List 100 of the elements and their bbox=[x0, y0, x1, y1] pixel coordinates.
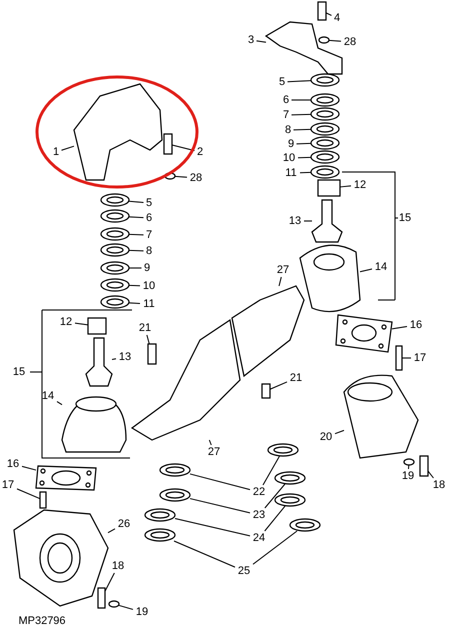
seal-ring bbox=[267, 443, 299, 457]
callout-number: 19 bbox=[133, 605, 151, 619]
leader-line bbox=[104, 572, 115, 592]
pinion-gear bbox=[85, 337, 113, 387]
axle-housing bbox=[130, 318, 241, 441]
seal-ring bbox=[144, 508, 176, 522]
callout-number: 12 bbox=[57, 315, 75, 329]
gear-housing bbox=[299, 244, 361, 312]
steering-bracket bbox=[73, 83, 163, 181]
callout-number: 28 bbox=[341, 35, 359, 49]
leader-line bbox=[128, 250, 144, 252]
bearing-ring bbox=[310, 165, 340, 179]
drawing-number: MP32796 bbox=[17, 614, 67, 628]
callout-number: 17 bbox=[0, 478, 17, 492]
callout-number: 9 bbox=[286, 137, 296, 151]
callout-number: 2 bbox=[194, 145, 206, 159]
leader-line bbox=[293, 128, 312, 130]
leader-line bbox=[190, 473, 250, 490]
leader-line bbox=[252, 530, 298, 565]
bolt bbox=[419, 455, 429, 477]
steering-knuckle bbox=[13, 509, 109, 607]
seal-ring bbox=[159, 463, 191, 477]
bearing-cup bbox=[87, 317, 107, 335]
callout-number: 4 bbox=[332, 11, 342, 25]
leader-line bbox=[304, 220, 312, 222]
callout-number: 18 bbox=[430, 478, 448, 492]
bearing-ring bbox=[100, 261, 130, 275]
leader-line bbox=[16, 488, 40, 500]
bearing-ring bbox=[100, 278, 130, 292]
callout-number: 10 bbox=[280, 151, 298, 165]
pinion-gear bbox=[311, 199, 343, 243]
callout-number: 13 bbox=[116, 350, 134, 364]
callout-number: 14 bbox=[39, 389, 57, 403]
bearing-ring bbox=[310, 73, 340, 87]
leader-line bbox=[128, 302, 140, 304]
leader-line bbox=[264, 484, 286, 508]
leader-line bbox=[291, 114, 312, 116]
bolt bbox=[163, 133, 173, 155]
gasket bbox=[335, 314, 393, 353]
callout-number: 15 bbox=[398, 211, 412, 225]
leader-line bbox=[300, 172, 312, 174]
leader-line bbox=[172, 144, 195, 152]
callout-number: 5 bbox=[144, 196, 154, 210]
gasket bbox=[35, 465, 97, 491]
callout-number: 11 bbox=[282, 166, 300, 180]
leader-line bbox=[360, 268, 372, 272]
bolt bbox=[261, 383, 271, 399]
leader-line bbox=[174, 518, 250, 536]
seal-ring bbox=[274, 493, 306, 507]
callout-number: 6 bbox=[144, 211, 154, 225]
bolt bbox=[97, 587, 106, 609]
callout-number: 24 bbox=[250, 531, 268, 545]
bearing-ring bbox=[310, 136, 340, 150]
leader-line bbox=[262, 456, 280, 486]
leader-line bbox=[128, 216, 144, 218]
leader-line bbox=[278, 276, 282, 286]
leader-line bbox=[392, 326, 408, 330]
leader-line bbox=[190, 498, 250, 514]
leader-line bbox=[22, 466, 36, 471]
bearing-ring bbox=[310, 122, 340, 136]
bearing-ring bbox=[310, 150, 340, 164]
callout-number: 28 bbox=[187, 171, 205, 185]
bolt bbox=[395, 345, 403, 371]
callout-number: 1 bbox=[50, 145, 62, 159]
bolt bbox=[317, 1, 327, 21]
bearing-ring bbox=[100, 193, 130, 207]
callout-number: 5 bbox=[276, 75, 288, 89]
callout-number: 22 bbox=[250, 485, 268, 499]
callout-number: 12 bbox=[351, 178, 369, 192]
callout-number: 13 bbox=[286, 214, 304, 228]
leader-line bbox=[208, 440, 212, 446]
callout-number: 20 bbox=[317, 430, 335, 444]
callout-number: 18 bbox=[109, 559, 127, 573]
bearing-ring bbox=[100, 243, 130, 257]
leader-line bbox=[174, 540, 236, 568]
bearing-ring bbox=[310, 107, 340, 121]
leader-line bbox=[328, 40, 342, 42]
nut bbox=[318, 36, 330, 44]
callout-number: 7 bbox=[280, 108, 292, 122]
callout-number: 27 bbox=[274, 263, 292, 277]
bearing-ring bbox=[100, 227, 130, 241]
callout-number: 23 bbox=[250, 508, 268, 522]
bolt bbox=[39, 491, 47, 509]
seal-ring bbox=[144, 528, 176, 542]
leader-line bbox=[128, 200, 144, 204]
leader-line bbox=[118, 604, 134, 610]
leader-line bbox=[112, 358, 116, 360]
bearing-ring bbox=[310, 93, 340, 107]
leader-line bbox=[108, 528, 116, 534]
leader-line bbox=[256, 40, 266, 43]
callout-number: 14 bbox=[372, 260, 390, 274]
callout-number: 16 bbox=[4, 457, 22, 471]
callout-number: 26 bbox=[115, 517, 133, 531]
leader-line bbox=[298, 156, 312, 158]
seal-ring bbox=[159, 488, 191, 502]
nut bbox=[164, 172, 176, 180]
seal-ring bbox=[289, 518, 321, 532]
callout-number: 11 bbox=[140, 297, 158, 311]
callout-number: 16 bbox=[407, 318, 425, 332]
seal-ring bbox=[274, 471, 306, 485]
